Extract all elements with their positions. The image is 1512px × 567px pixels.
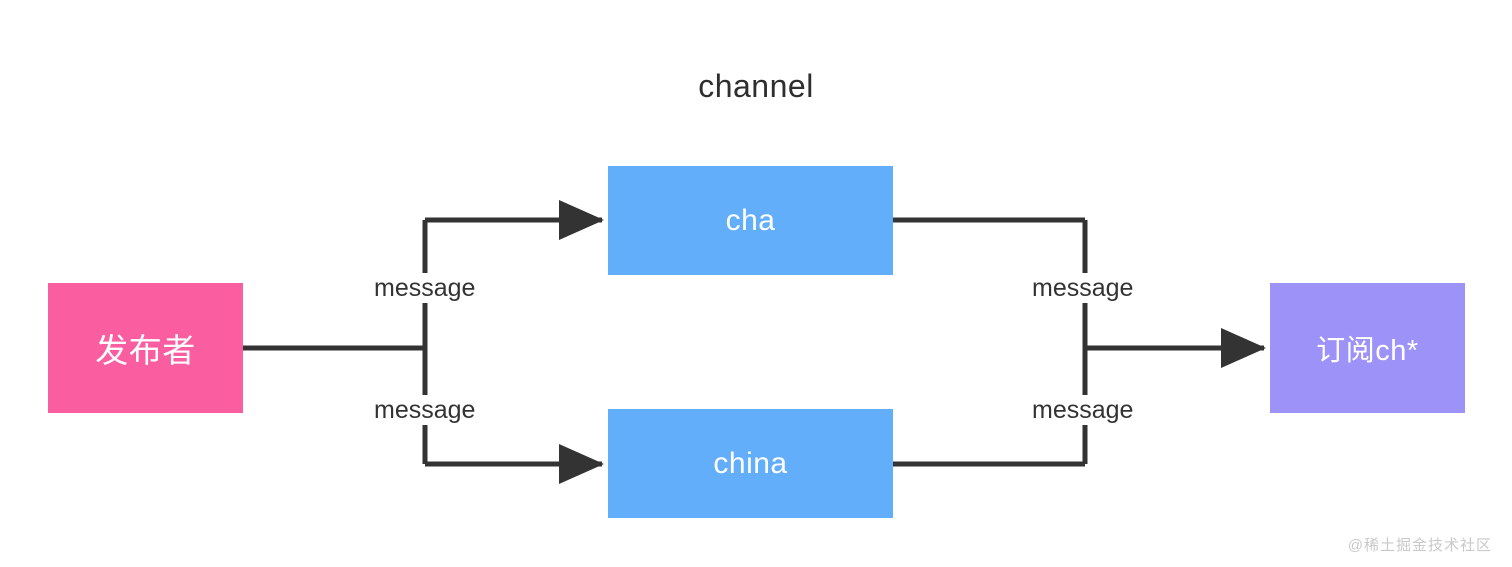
node-subscriber[interactable]: 订阅ch* [1270,283,1465,413]
node-channel-cha[interactable]: cha [608,166,893,275]
node-subscriber-label: 订阅ch* [1316,335,1419,367]
edge-label-publisher-to-china: message [368,395,482,425]
node-publisher[interactable]: 发布者 [48,283,243,413]
node-channel-china[interactable]: china [608,409,893,518]
node-channel-cha-label: cha [725,203,776,237]
diagram-title: channel [698,68,814,104]
node-publisher-label: 发布者 [95,332,196,369]
watermark: @稀土掘金技术社区 [1347,537,1492,554]
edge-label-china-to-subscriber: message [1026,395,1140,425]
edge-label-publisher-to-cha: message [368,273,482,303]
node-channel-china-label: china [713,446,788,480]
edge-label-cha-to-subscriber: message [1026,273,1140,303]
